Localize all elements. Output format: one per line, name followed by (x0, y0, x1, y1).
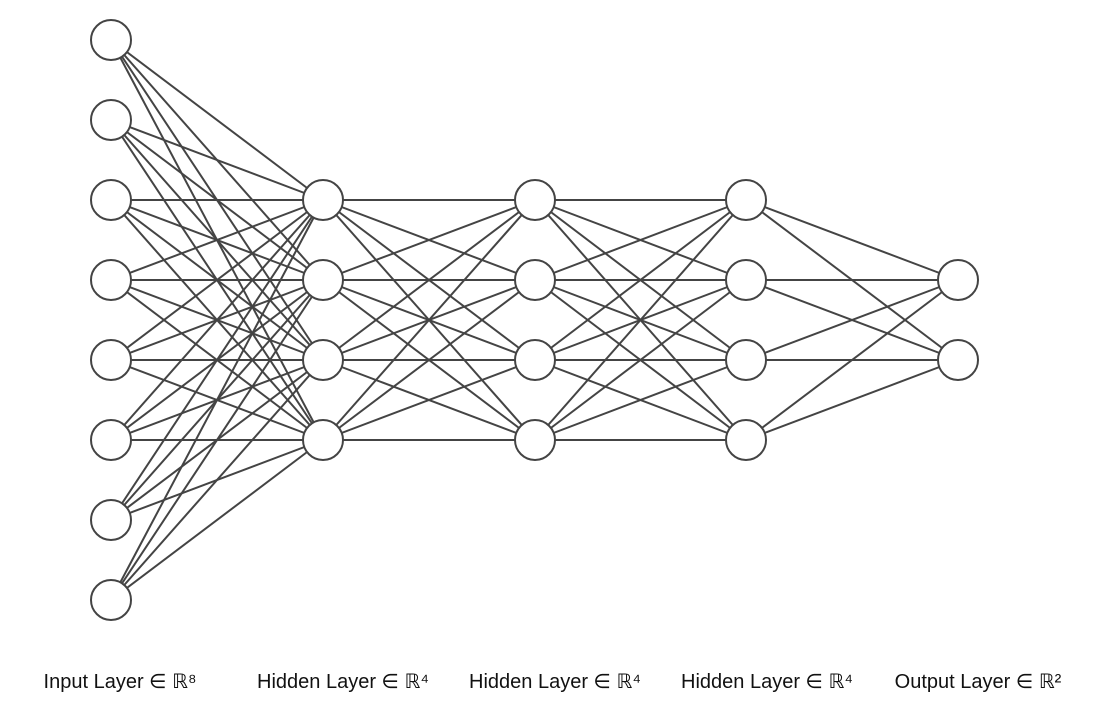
neuron-layer0-0 (90, 19, 132, 61)
neurons (90, 19, 979, 621)
edge-l2-n1-to-l3-n0 (534, 199, 747, 281)
edge-l0-n6-to-l1-n0 (110, 199, 324, 521)
edge-l0-n0-to-l1-n0 (110, 39, 324, 201)
neuron-layer4-1 (937, 339, 979, 381)
neuron-layer2-3 (514, 419, 556, 461)
neuron-layer0-3 (90, 259, 132, 301)
neuron-layer0-4 (90, 339, 132, 381)
edge-l1-n3-to-l2-n2 (322, 359, 536, 441)
neuron-layer4-0 (937, 259, 979, 301)
neuron-layer2-0 (514, 179, 556, 221)
neuron-layer3-2 (725, 339, 767, 381)
edge-l2-n2-to-l3-n0 (534, 199, 747, 361)
neuron-layer1-2 (302, 339, 344, 381)
edge-l2-n3-to-l3-n2 (534, 359, 747, 441)
neuron-layer3-3 (725, 419, 767, 461)
layer-label-output: Output Layer ∈ ℝ² (894, 671, 1062, 693)
layer-label-hidden-2: Hidden Layer ∈ ℝ⁴ (469, 671, 641, 693)
edge-l0-n4-to-l1-n0 (110, 199, 324, 361)
edge-l1-n2-to-l2-n0 (322, 199, 536, 361)
neuron-layer0-6 (90, 499, 132, 541)
layer-label-input: Input Layer ∈ ℝ⁸ (43, 671, 197, 693)
edge-l0-n1-to-l1-n0 (110, 119, 324, 201)
neuron-layer0-2 (90, 179, 132, 221)
neuron-layer0-7 (90, 579, 132, 621)
neuron-layer1-3 (302, 419, 344, 461)
edge-l0-n7-to-l1-n2 (110, 359, 324, 601)
edge-l2-n3-to-l3-n0 (534, 199, 747, 441)
edge-l1-n3-to-l2-n1 (322, 279, 536, 441)
edge-l0-n7-to-l1-n3 (110, 439, 324, 601)
edge-l0-n7-to-l1-n1 (110, 279, 324, 601)
edge-l2-n3-to-l3-n1 (534, 279, 747, 441)
edge-l0-n5-to-l1-n0 (110, 199, 324, 441)
neuron-layer3-1 (725, 259, 767, 301)
edge-l3-n3-to-l4-n1 (745, 359, 959, 441)
layer-label-hidden-3: Hidden Layer ∈ ℝ⁴ (681, 671, 853, 693)
edge-l1-n3-to-l2-n0 (322, 199, 536, 441)
neuron-layer0-5 (90, 419, 132, 461)
edge-l0-n7-to-l1-n0 (110, 199, 324, 601)
edge-l3-n3-to-l4-n0 (745, 279, 959, 441)
edge-l3-n2-to-l4-n0 (745, 279, 959, 361)
edge-l0-n3-to-l1-n0 (110, 199, 324, 281)
neuron-layer2-1 (514, 259, 556, 301)
layer-label-hidden-1: Hidden Layer ∈ ℝ⁴ (257, 671, 429, 693)
neuron-layer1-1 (302, 259, 344, 301)
neuron-layer2-2 (514, 339, 556, 381)
neuron-layer1-0 (302, 179, 344, 221)
edge-l3-n0-to-l4-n0 (745, 199, 959, 281)
neuron-layer0-1 (90, 99, 132, 141)
connections (110, 39, 959, 601)
edge-l1-n1-to-l2-n0 (322, 199, 536, 281)
neuron-layer3-0 (725, 179, 767, 221)
